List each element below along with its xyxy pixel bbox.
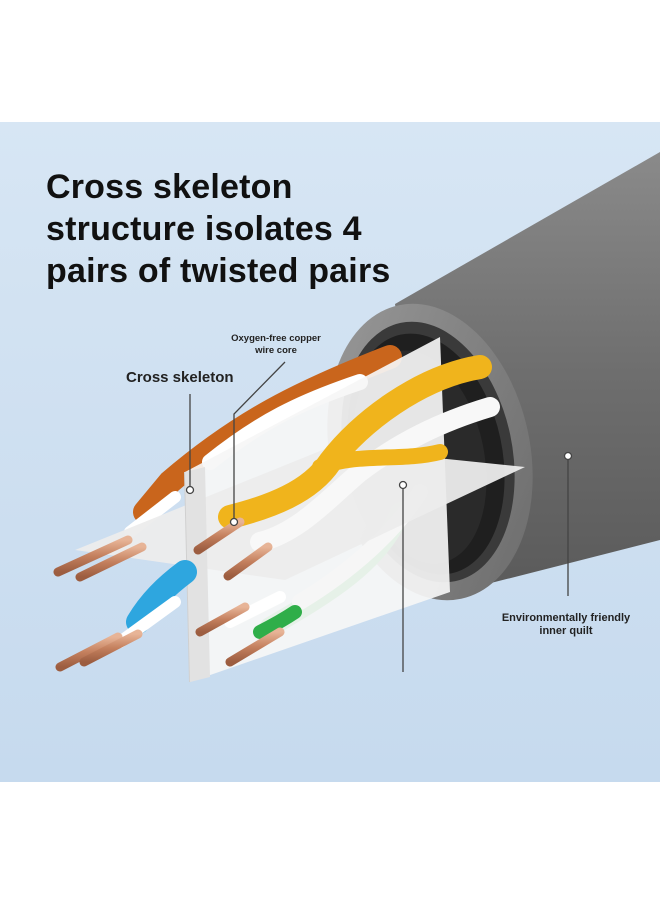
green-white-pair <box>224 591 302 639</box>
copper-core-label: Oxygen-free copper wire core <box>212 333 340 357</box>
headline: Cross skeleton structure isolates 4 pair… <box>46 166 390 292</box>
headline-line-1: Cross skeleton <box>46 168 293 206</box>
inner-quilt-label-line-2: inner quilt <box>539 625 593 637</box>
callout-lines <box>185 361 573 672</box>
cross-skeleton-label: Cross skeleton <box>126 369 234 386</box>
copper-core-label-line-1: Oxygen-free copper <box>231 333 321 344</box>
cable-illustration <box>53 152 660 683</box>
headline-line-2: structure isolates 4 <box>46 210 362 248</box>
headline-line-3: pairs of twisted pairs <box>46 252 391 290</box>
copper-core-label-line-2: wire core <box>255 345 297 356</box>
product-image-panel: Cross skeleton structure isolates 4 pair… <box>0 122 660 782</box>
inner-quilt-label: Environmentally friendly inner quilt <box>486 612 646 638</box>
copper-conductors <box>53 517 285 672</box>
yellow-pair <box>218 355 500 552</box>
inner-quilt-label-line-1: Environmentally friendly <box>501 612 631 624</box>
blue-pair <box>114 560 197 648</box>
